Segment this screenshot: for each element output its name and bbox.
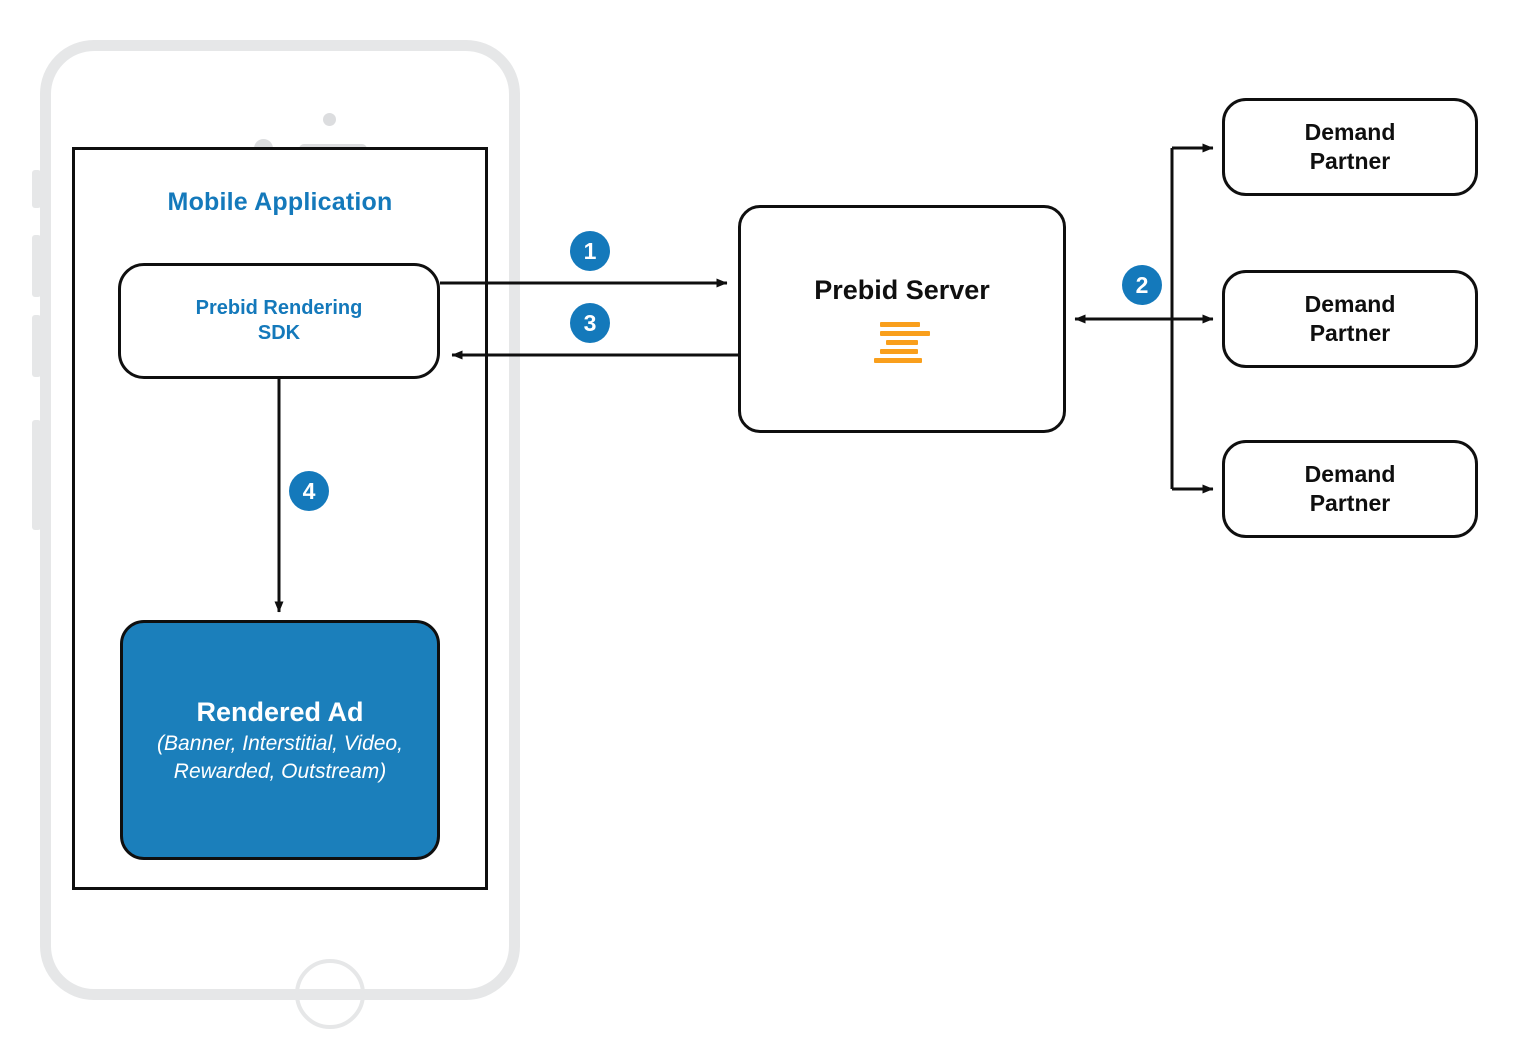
sdk-label-line1: Prebid Rendering — [195, 297, 363, 319]
sdk-label: Prebid Rendering SDK — [196, 296, 363, 346]
power-button[interactable] — [32, 420, 41, 530]
demand-partner-label-2: Demand Partner — [1305, 290, 1396, 348]
demand-partner-3-line1: Demand — [1304, 461, 1396, 488]
demand-partner-node-1[interactable]: Demand Partner — [1222, 98, 1478, 196]
demand-partner-node-3[interactable]: Demand Partner — [1222, 440, 1478, 538]
rendered-ad-node[interactable]: Rendered Ad (Banner, Interstitial, Video… — [120, 620, 440, 860]
prebid-server-node[interactable]: Prebid Server — [738, 205, 1066, 433]
prebid-logo-icon — [874, 322, 930, 363]
step-badge-3: 3 — [570, 303, 610, 343]
prebid-server-title: Prebid Server — [814, 275, 990, 305]
rendered-ad-label: Rendered Ad (Banner, Interstitial, Video… — [157, 695, 403, 785]
volume-up-button[interactable] — [32, 235, 41, 297]
demand-partner-2-line2: Partner — [1309, 320, 1391, 346]
home-button[interactable] — [295, 959, 365, 1029]
rendered-ad-subtitle-line2: Rewarded, Outstream) — [173, 759, 387, 783]
demand-partner-1-line2: Partner — [1309, 148, 1391, 174]
camera-dot-icon — [323, 113, 336, 126]
sdk-label-line2: SDK — [257, 322, 301, 344]
demand-partner-2-line1: Demand — [1304, 291, 1396, 318]
demand-partner-label-3: Demand Partner — [1305, 460, 1396, 518]
step-badge-1: 1 — [570, 231, 610, 271]
prebid-rendering-sdk-node[interactable]: Prebid Rendering SDK — [118, 263, 440, 379]
demand-partner-label-1: Demand Partner — [1305, 118, 1396, 176]
step-badge-4: 4 — [289, 471, 329, 511]
volume-down-button[interactable] — [32, 315, 41, 377]
demand-partner-3-line2: Partner — [1309, 490, 1391, 516]
mobile-application-title: Mobile Application — [167, 188, 393, 216]
demand-partner-1-line1: Demand — [1304, 119, 1396, 146]
step-badge-2: 2 — [1122, 265, 1162, 305]
rendered-ad-title: Rendered Ad — [196, 697, 364, 728]
mute-switch-button[interactable] — [32, 170, 41, 208]
rendered-ad-subtitle-line1: (Banner, Interstitial, Video, — [157, 732, 403, 756]
demand-partner-node-2[interactable]: Demand Partner — [1222, 270, 1478, 368]
